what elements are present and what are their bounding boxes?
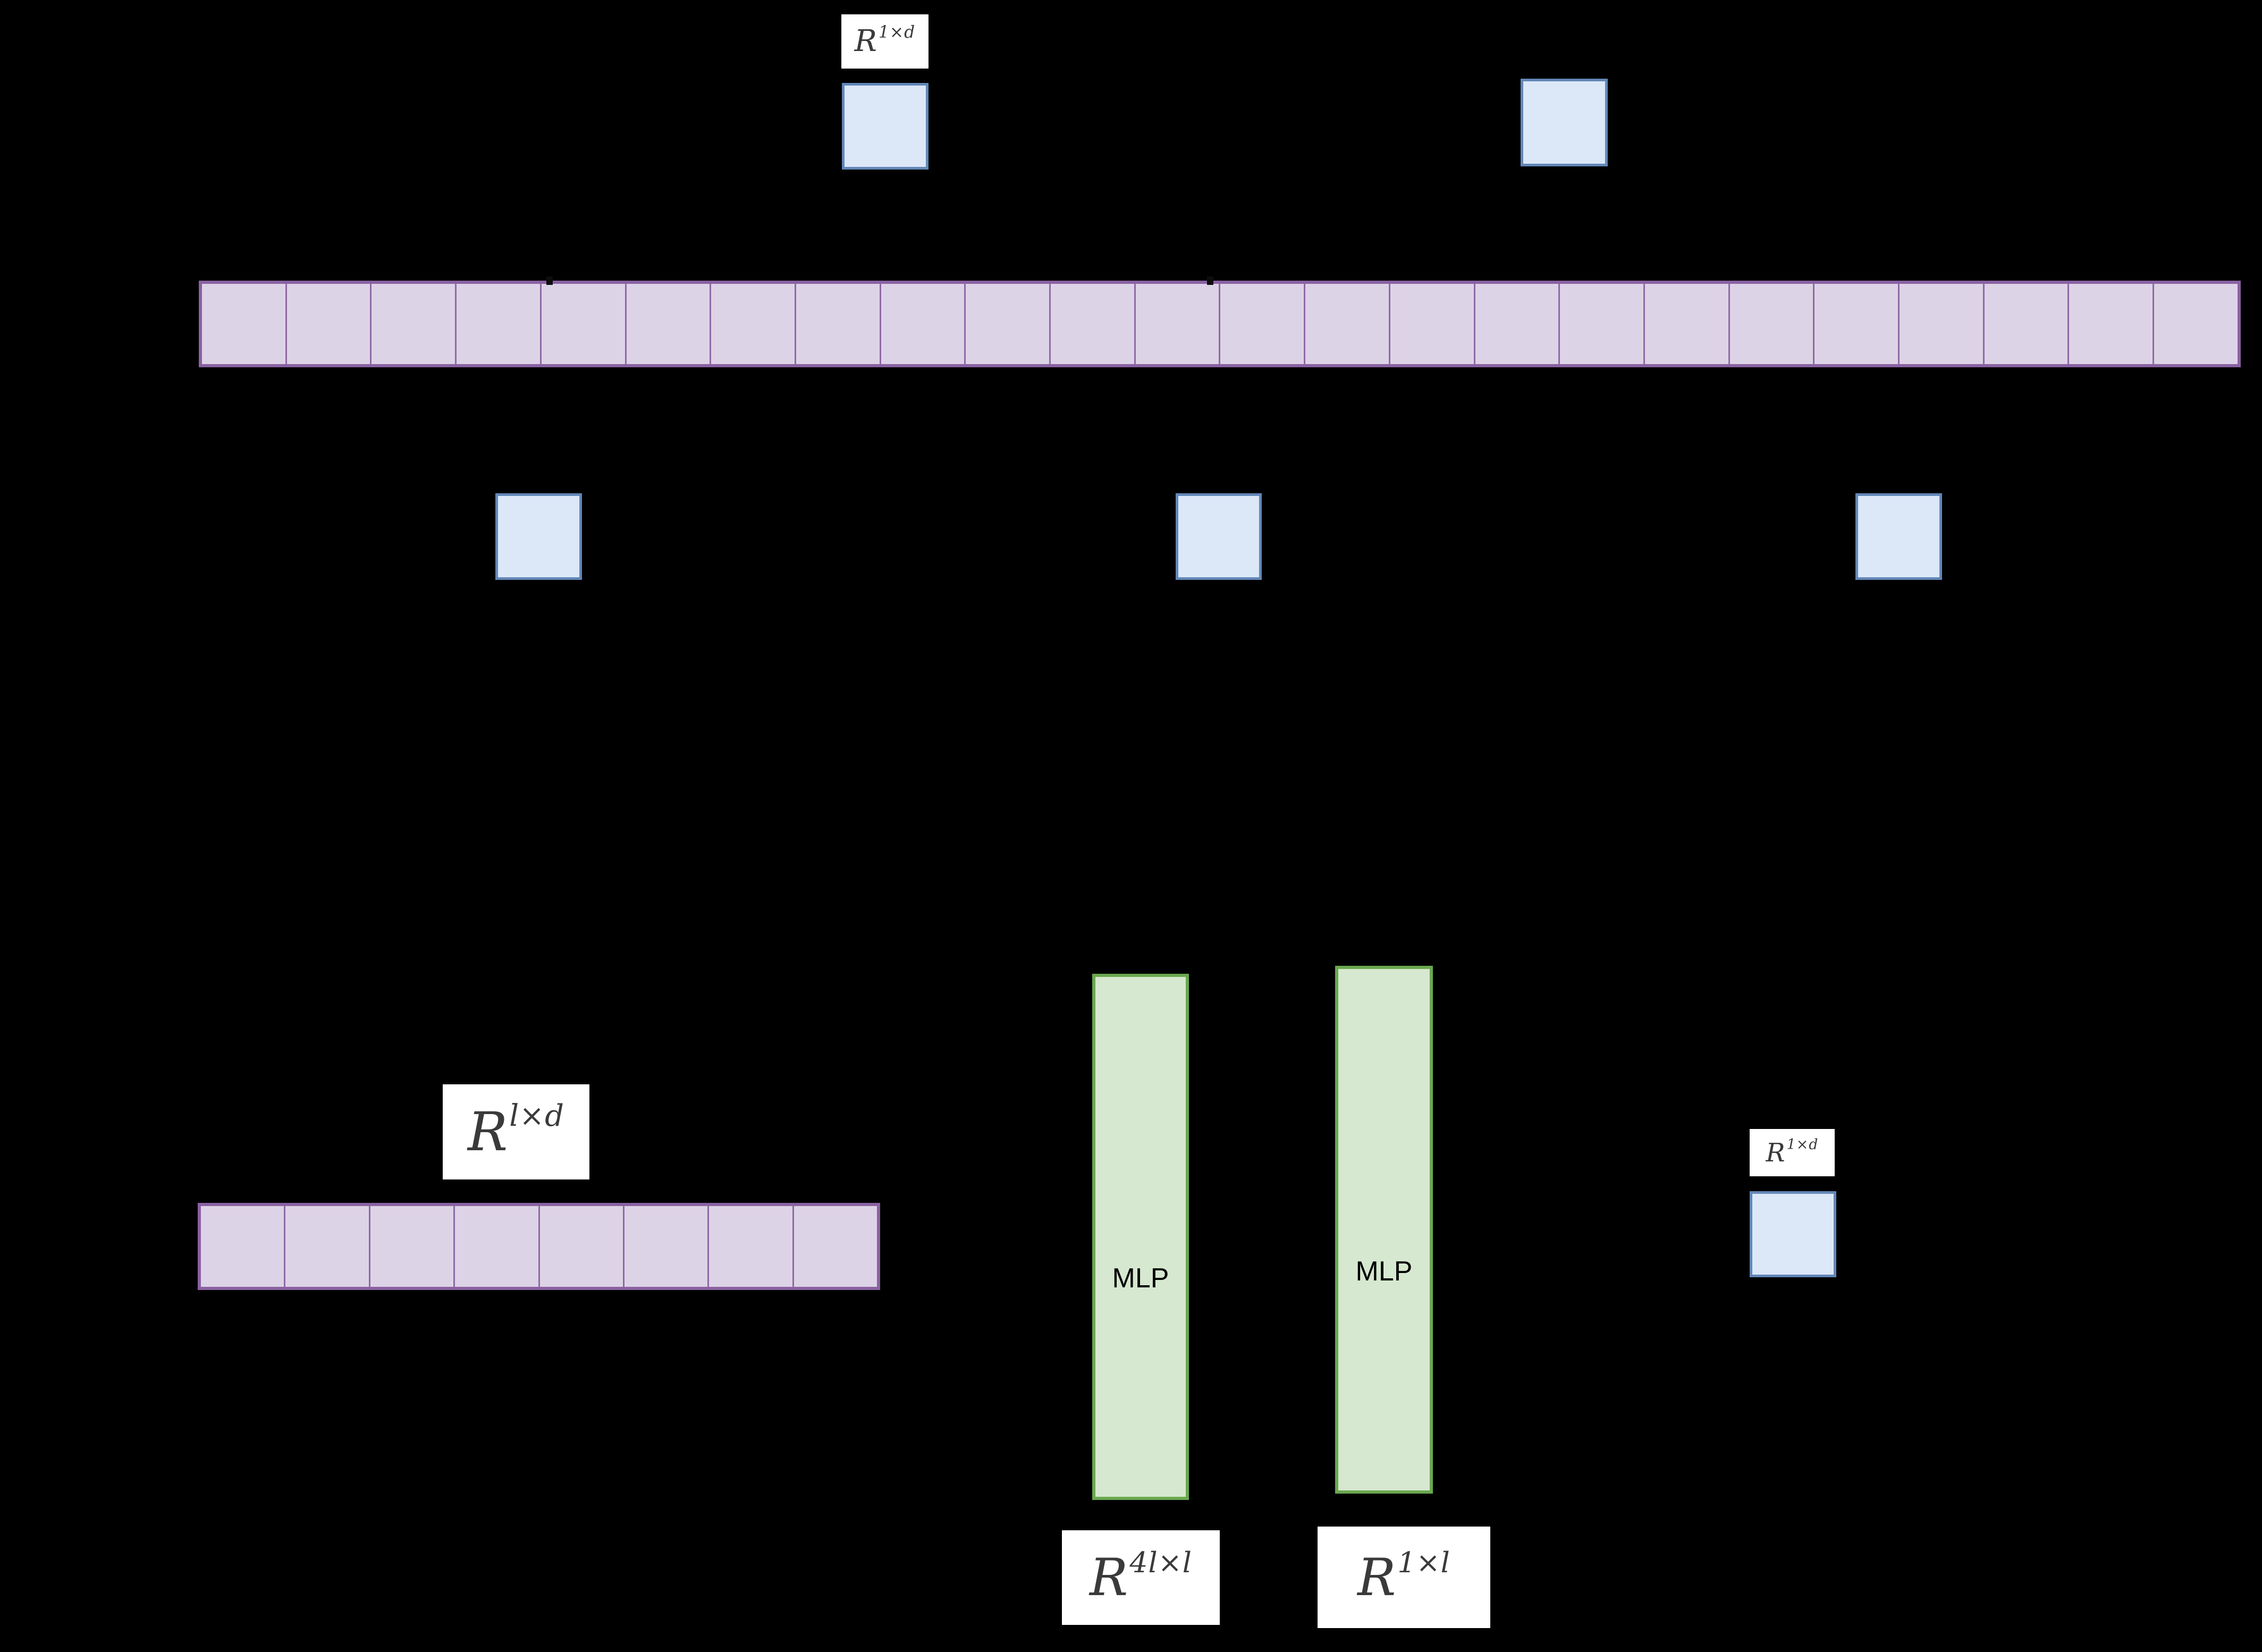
mlp-block-2: MLP — [1335, 966, 1433, 1494]
label-base: R — [1357, 1547, 1396, 1607]
bar-cell — [285, 1206, 370, 1287]
bar-cell — [201, 1206, 286, 1287]
bar-cell — [287, 284, 372, 364]
embedding-vector-bar — [199, 281, 2241, 367]
label-base: R — [1766, 1137, 1785, 1168]
token-square-middle-right — [1855, 493, 1942, 580]
label-base: R — [1090, 1548, 1128, 1607]
bar-cell — [709, 1206, 794, 1287]
label-superscript: 4l×l — [1129, 1546, 1192, 1580]
label-superscript: 1×d — [878, 23, 916, 43]
bar-cell — [1475, 284, 1560, 364]
token-square-middle-center — [1176, 493, 1262, 580]
token-square-top-right — [1521, 79, 1608, 166]
arrow-tick-icon — [1207, 276, 1213, 285]
bar-cell — [1814, 284, 1900, 364]
bar-cell — [1730, 284, 1815, 364]
bar-cell — [540, 1206, 624, 1287]
label-superscript: 1×d — [1786, 1136, 1819, 1153]
arrow-tick-icon — [546, 276, 553, 285]
label-superscript: 1×l — [1397, 1545, 1450, 1579]
bar-cell — [370, 1206, 455, 1287]
label-base: R — [854, 24, 877, 58]
bar-cell — [202, 284, 287, 364]
bar-cell — [1985, 284, 2070, 364]
bar-cell — [457, 284, 542, 364]
bar-cell — [711, 284, 796, 364]
bar-cell — [1220, 284, 1306, 364]
bar-cell — [796, 284, 881, 364]
bar-cell — [1305, 284, 1390, 364]
mlp-block-1: MLP — [1092, 974, 1189, 1500]
bar-cell — [1051, 284, 1136, 364]
bar-cell — [2154, 284, 2238, 364]
bar-cell — [1900, 284, 1985, 364]
bar-cell — [881, 284, 966, 364]
bar-cell — [542, 284, 627, 364]
mlp-block-label: MLP — [1112, 1263, 1169, 1294]
bar-cell — [1136, 284, 1221, 364]
bar-cell — [794, 1206, 877, 1287]
bar-cell — [372, 284, 457, 364]
bar-cell — [2069, 284, 2155, 364]
token-square-right — [1750, 1191, 1836, 1277]
label-base: R — [468, 1100, 508, 1163]
token-square-top-left — [842, 83, 929, 170]
bar-cell — [627, 284, 712, 364]
label-superscript: l×d — [509, 1099, 564, 1134]
bar-cell — [1560, 284, 1645, 364]
bar-cell — [966, 284, 1051, 364]
mlp-block-label: MLP — [1355, 1255, 1413, 1287]
bar-cell — [624, 1206, 710, 1287]
token-square-middle-left — [495, 493, 582, 580]
matrix-row-bar — [198, 1203, 880, 1290]
bar-cell — [1390, 284, 1475, 364]
bar-cell — [455, 1206, 540, 1287]
bar-cell — [1645, 284, 1730, 364]
